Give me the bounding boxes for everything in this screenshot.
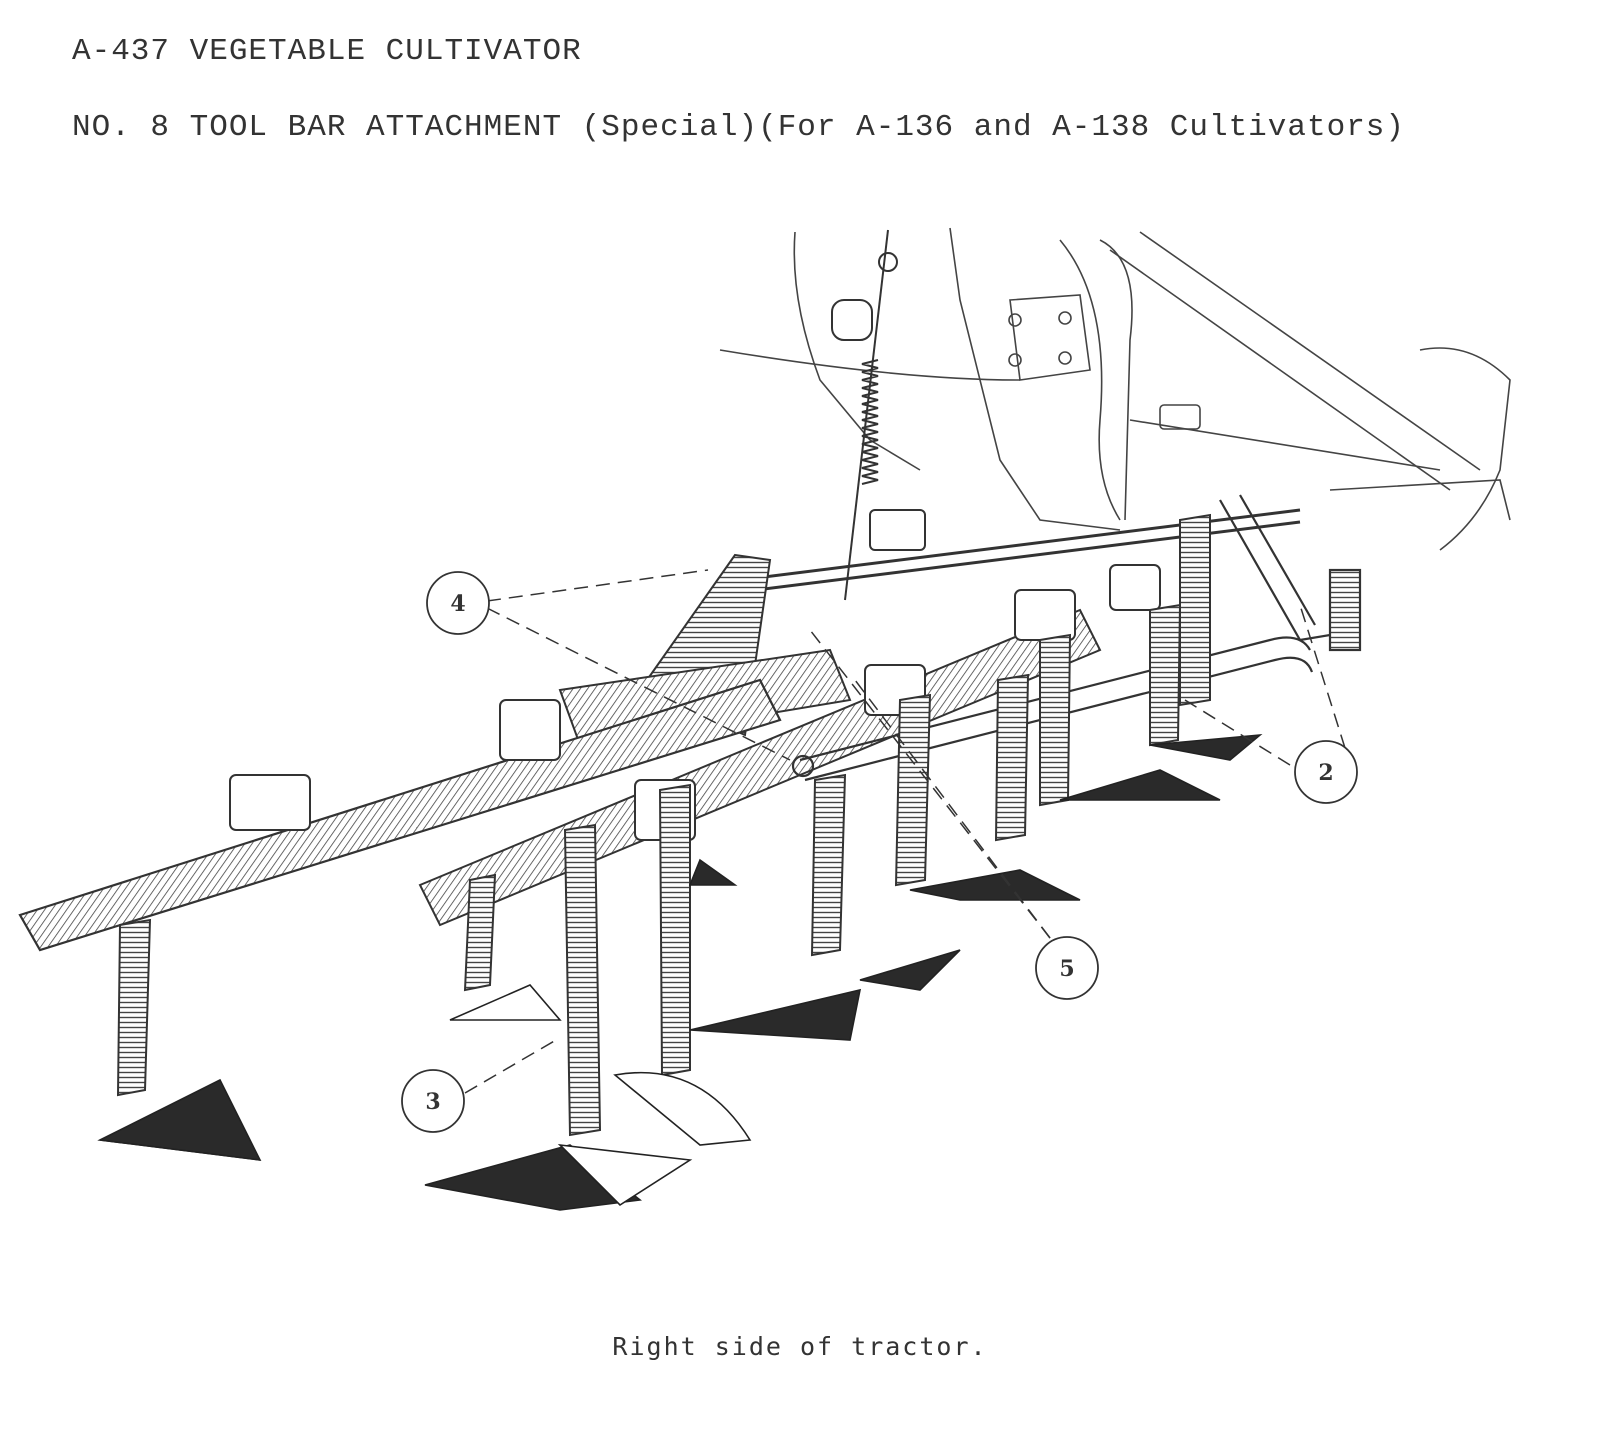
tractor-body <box>719 227 1511 551</box>
cultivator-shanks <box>116 513 1211 1137</box>
cultivator-illustration: 2 3 4 5 <box>18 227 1511 1211</box>
callout-5-label: 5 <box>1059 956 1074 982</box>
support-arm <box>1219 494 1362 652</box>
callout-4: 4 <box>426 571 490 635</box>
callout-3-label: 3 <box>425 1089 440 1115</box>
callout-leaders <box>464 569 1346 1094</box>
sweep-blades <box>97 733 1263 1211</box>
page-subtitle: NO. 8 TOOL BAR ATTACHMENT (Special)(For … <box>72 110 1406 145</box>
callout-4-label: 4 <box>450 591 465 617</box>
figure-caption: Right side of tractor. <box>612 1332 988 1361</box>
callout-5: 5 <box>1035 936 1099 1000</box>
callout-3: 3 <box>401 1069 465 1133</box>
callout-2: 2 <box>1294 740 1358 804</box>
lift-spring <box>831 229 898 601</box>
page-title: A-437 VEGETABLE CULTIVATOR <box>72 34 582 69</box>
callout-2-label: 2 <box>1318 760 1333 786</box>
upper-link-rod <box>739 508 1301 594</box>
tubular-drawbar <box>791 636 1314 782</box>
